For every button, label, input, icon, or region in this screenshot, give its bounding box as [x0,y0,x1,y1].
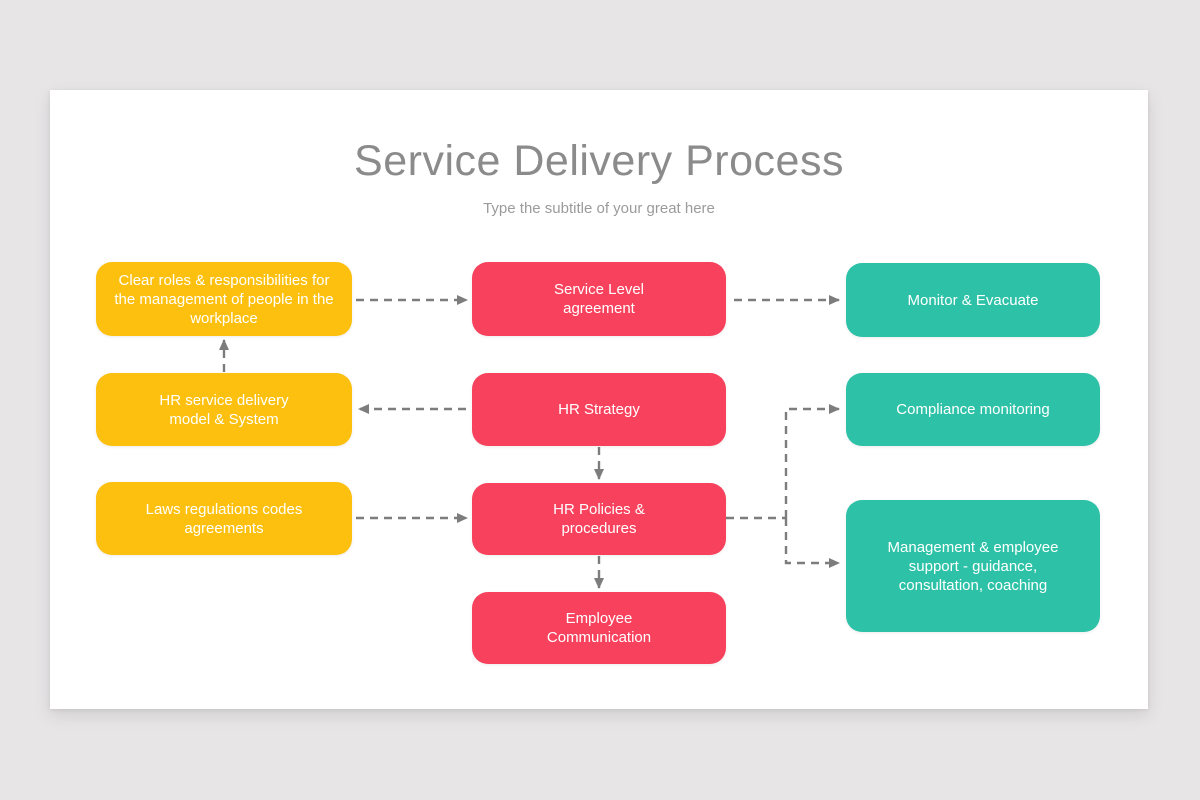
slide: Service Delivery Process Type the subtit… [50,90,1148,709]
node-monitor-evacuate: Monitor & Evacuate [846,263,1100,337]
page-title: Service Delivery Process [354,137,844,185]
node-hr-policies: HR Policies & procedures [472,483,726,555]
connector-hr-policies-to-management-support [784,518,840,568]
page-subtitle: Type the subtitle of your great here [483,200,715,217]
node-hr-strategy: HR Strategy [472,373,726,446]
node-management-support: Management & employee support - guidance… [846,500,1100,632]
node-laws-regulations: Laws regulations codes agreements [96,482,352,555]
node-hr-service-delivery: HR service delivery model & System [96,373,352,446]
node-clear-roles: Clear roles & responsibilities for the m… [96,262,352,336]
node-employee-communication: Employee Communication [472,592,726,664]
connector-hr-policies-to-compliance [784,404,840,518]
node-service-level-agreement: Service Level agreement [472,262,726,336]
node-compliance-monitoring: Compliance monitoring [846,373,1100,446]
